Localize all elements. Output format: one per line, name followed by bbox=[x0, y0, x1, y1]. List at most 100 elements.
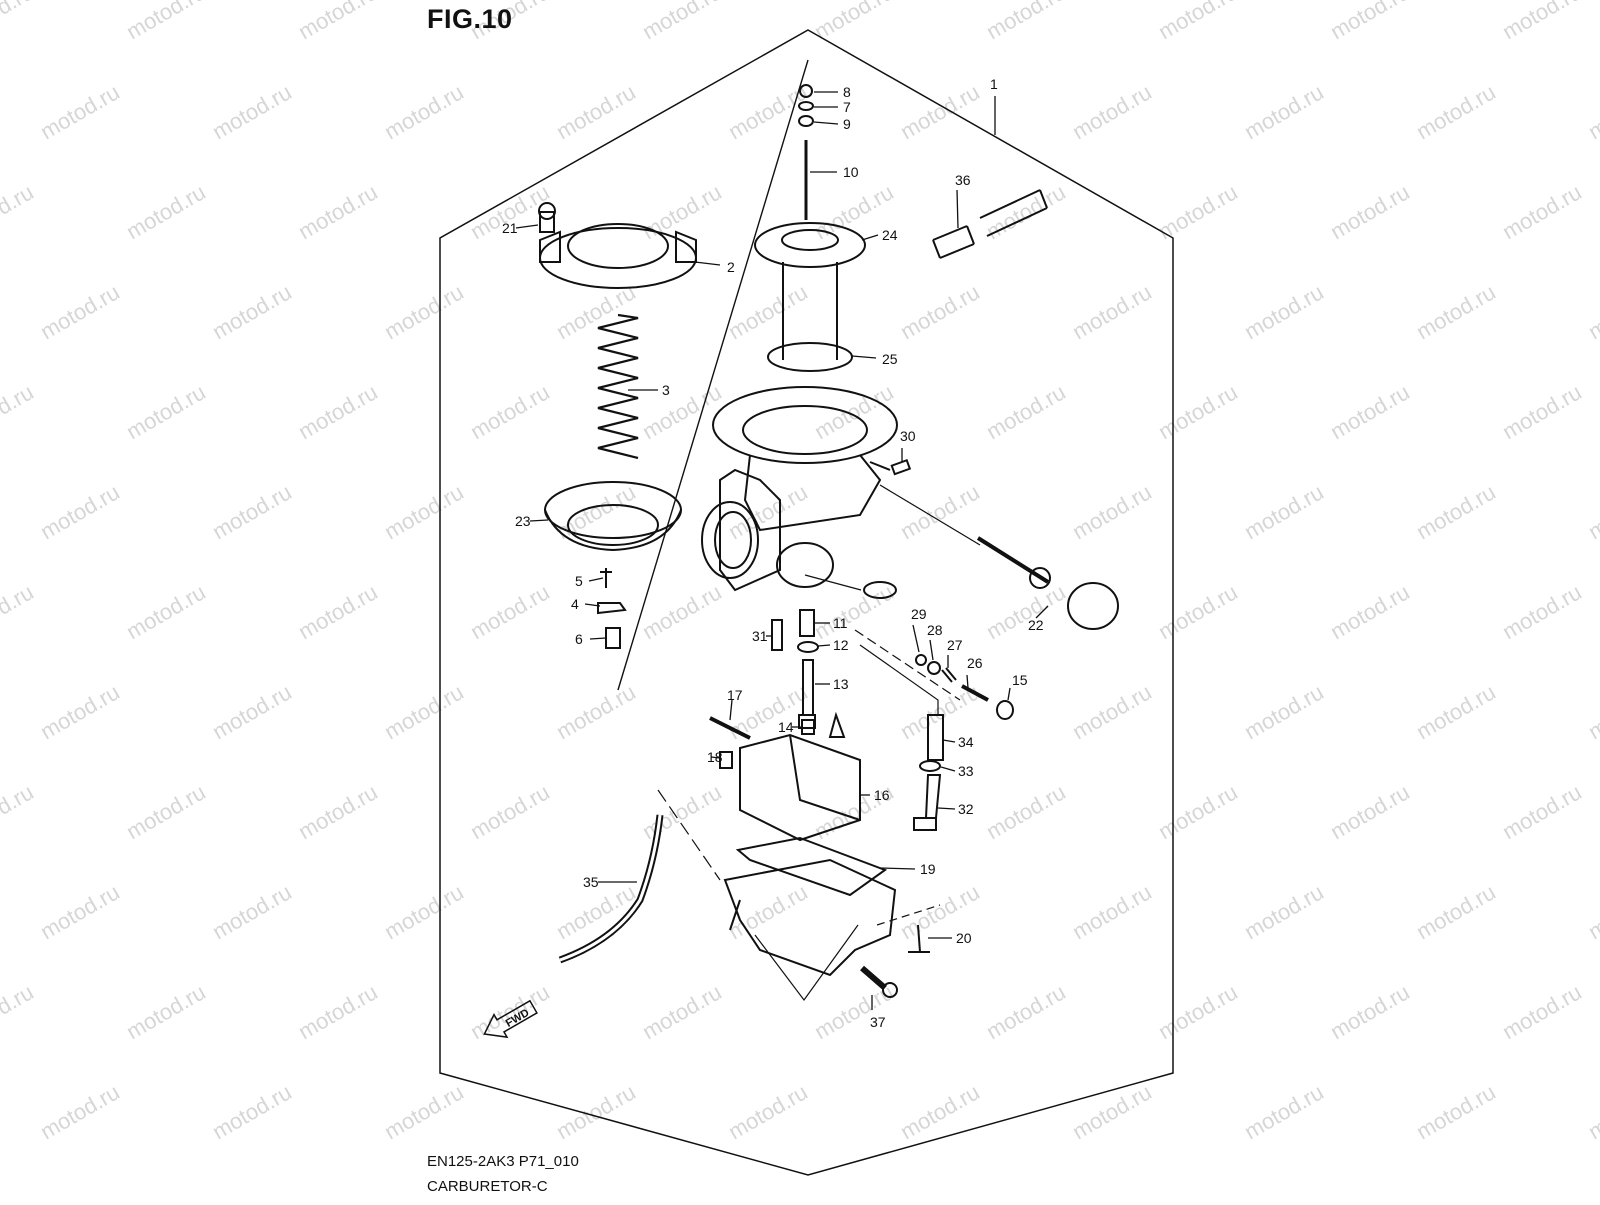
callout-16: 16 bbox=[874, 787, 890, 803]
watermark-text: motod.ru bbox=[1326, 0, 1414, 44]
float-valve bbox=[828, 711, 846, 738]
diaphragm-body bbox=[544, 509, 682, 552]
callout-34: 34 bbox=[958, 734, 974, 750]
figure-title: FIG.10 bbox=[427, 4, 513, 34]
watermark-text: motod.ru bbox=[208, 279, 296, 344]
leader-22 bbox=[1035, 605, 1049, 619]
watermark-text: motod.ru bbox=[1584, 279, 1600, 344]
watermark-text: motod.ru bbox=[1584, 479, 1600, 544]
callout-14: 14 bbox=[778, 719, 794, 735]
watermark-text: motod.ru bbox=[810, 379, 898, 444]
choke-shaft-22 bbox=[976, 536, 1050, 584]
watermark-text: motod.ru bbox=[1498, 179, 1586, 244]
leader-12 bbox=[817, 644, 831, 647]
leader-26 bbox=[966, 674, 969, 689]
watermark-text: motod.ru bbox=[552, 79, 640, 144]
watermark-text: motod.ru bbox=[1498, 0, 1586, 44]
hose-35-core bbox=[559, 814, 662, 962]
callout-37: 37 bbox=[870, 1014, 886, 1030]
screw-21-head bbox=[538, 202, 556, 220]
watermark-text: motod.ru bbox=[1240, 879, 1328, 944]
watermark-text: motod.ru bbox=[294, 779, 382, 844]
watermark-text: motod.ru bbox=[810, 579, 898, 644]
leader-19 bbox=[879, 867, 916, 870]
callout-15: 15 bbox=[1012, 672, 1028, 688]
watermark-text: motod.ru bbox=[36, 1079, 124, 1144]
gasket-19 bbox=[735, 836, 888, 897]
watermark-text: motod.ru bbox=[466, 779, 554, 844]
watermark-text: motod.ru bbox=[122, 379, 210, 444]
body-top-flange bbox=[712, 386, 898, 464]
watermark-text: motod.ru bbox=[896, 1079, 984, 1144]
watermark-text: motod.ru bbox=[1326, 779, 1414, 844]
callout-labels: 1234567891011121314151617181920212223242… bbox=[502, 76, 1044, 1030]
callout-19: 19 bbox=[920, 861, 936, 877]
watermark-text: motod.ru bbox=[1068, 279, 1156, 344]
watermark-text: motod.ru bbox=[1412, 279, 1500, 344]
callout-3: 3 bbox=[662, 382, 670, 398]
choke-knob-22 bbox=[1067, 582, 1119, 630]
leader-24 bbox=[861, 234, 879, 241]
watermark-text: motod.ru bbox=[1326, 579, 1414, 644]
body-top-bore bbox=[742, 405, 868, 455]
callout-35: 35 bbox=[583, 874, 599, 890]
watermark-text: motod.ru bbox=[638, 579, 726, 644]
watermark-text: motod.ru bbox=[466, 579, 554, 644]
watermark-text: motod.ru bbox=[294, 579, 382, 644]
piston-top-inner bbox=[781, 229, 839, 251]
leader-25 bbox=[851, 355, 877, 359]
screw-18 bbox=[719, 751, 733, 769]
intake-bore bbox=[701, 501, 759, 579]
callout-4: 4 bbox=[571, 596, 579, 612]
callout-1: 1 bbox=[990, 76, 998, 92]
callout-21: 21 bbox=[502, 220, 518, 236]
top-cap-ear bbox=[539, 230, 561, 263]
clip-4 bbox=[597, 602, 627, 615]
watermark-text: motod.ru bbox=[1412, 879, 1500, 944]
watermark-text: motod.ru bbox=[0, 579, 38, 644]
watermark-text: motod.ru bbox=[1412, 1079, 1500, 1144]
plug-15 bbox=[996, 700, 1014, 720]
leader-34 bbox=[942, 739, 956, 743]
watermark-text: motod.ru bbox=[466, 379, 554, 444]
leader-29 bbox=[912, 624, 920, 653]
watermark-text: motod.ru bbox=[1068, 679, 1156, 744]
watermark-text: motod.ru bbox=[1412, 79, 1500, 144]
watermark-text: motod.ru bbox=[36, 879, 124, 944]
tube-36a bbox=[932, 225, 975, 259]
watermark-text: motod.ru bbox=[1326, 379, 1414, 444]
watermark-text: motod.ru bbox=[380, 279, 468, 344]
callout-31: 31 bbox=[752, 628, 768, 644]
leader-2 bbox=[694, 261, 721, 266]
body-main bbox=[743, 454, 882, 532]
guide-line bbox=[804, 574, 862, 591]
leader-21 bbox=[515, 224, 539, 229]
callout-32: 32 bbox=[958, 801, 974, 817]
watermark-text: motod.ru bbox=[1412, 679, 1500, 744]
callout-33: 33 bbox=[958, 763, 974, 779]
screw-21 bbox=[539, 211, 555, 233]
watermark-text: motod.ru bbox=[36, 279, 124, 344]
pilot-jet-31 bbox=[771, 619, 783, 651]
watermark-text: motod.ru bbox=[1154, 379, 1242, 444]
watermark-text: motod.ru bbox=[294, 179, 382, 244]
clip-8 bbox=[799, 84, 813, 98]
leader-33 bbox=[940, 766, 956, 772]
watermark-text: motod.ru bbox=[896, 79, 984, 144]
watermark-text: motod.ru bbox=[982, 979, 1070, 1044]
watermark-text: motod.ru bbox=[1240, 279, 1328, 344]
piston-ring-25 bbox=[767, 342, 853, 372]
callout-27: 27 bbox=[947, 637, 963, 653]
watermark-text: motod.ru bbox=[208, 679, 296, 744]
watermark-text: motod.ru bbox=[208, 479, 296, 544]
watermark-text: motod.ru bbox=[380, 879, 468, 944]
guide-line bbox=[879, 484, 981, 546]
float-16-edge bbox=[789, 734, 861, 821]
screw-26 bbox=[961, 684, 989, 702]
watermark-text: motod.ru bbox=[1498, 979, 1586, 1044]
watermark-text: motod.ru bbox=[1326, 979, 1414, 1044]
washer-29 bbox=[915, 654, 927, 666]
callout-29: 29 bbox=[911, 606, 927, 622]
watermark-text: motod.ru bbox=[1068, 79, 1156, 144]
watermark-text: motod.ru bbox=[1240, 479, 1328, 544]
